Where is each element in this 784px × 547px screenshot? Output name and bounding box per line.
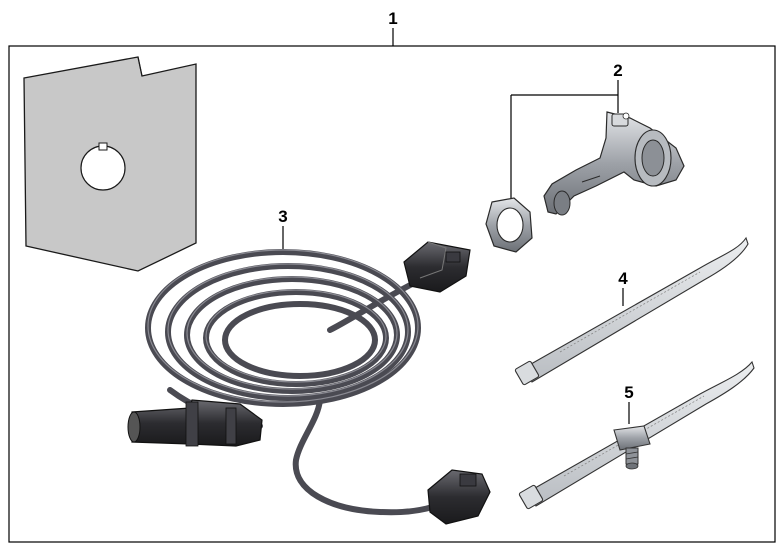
callout-4-label: 4 — [618, 269, 628, 288]
cable-plug-left — [127, 399, 263, 447]
callout-3-label: 3 — [278, 207, 287, 226]
template-plate — [23, 56, 197, 272]
cable-connector-bottom — [427, 469, 491, 525]
callout-2-leader — [510, 80, 619, 200]
callout-2-label: 2 — [613, 61, 622, 80]
cable-tie — [514, 236, 749, 386]
callout-1-label: 1 — [388, 9, 397, 28]
kit-frame — [8, 45, 776, 543]
cable-tie-with-clip — [518, 360, 755, 510]
cable-connector-top — [403, 241, 471, 293]
sensor-socket — [543, 111, 685, 216]
hex-nut — [485, 197, 533, 253]
cable-coil-highlight — [147, 249, 419, 403]
callout-5-label: 5 — [624, 383, 633, 402]
